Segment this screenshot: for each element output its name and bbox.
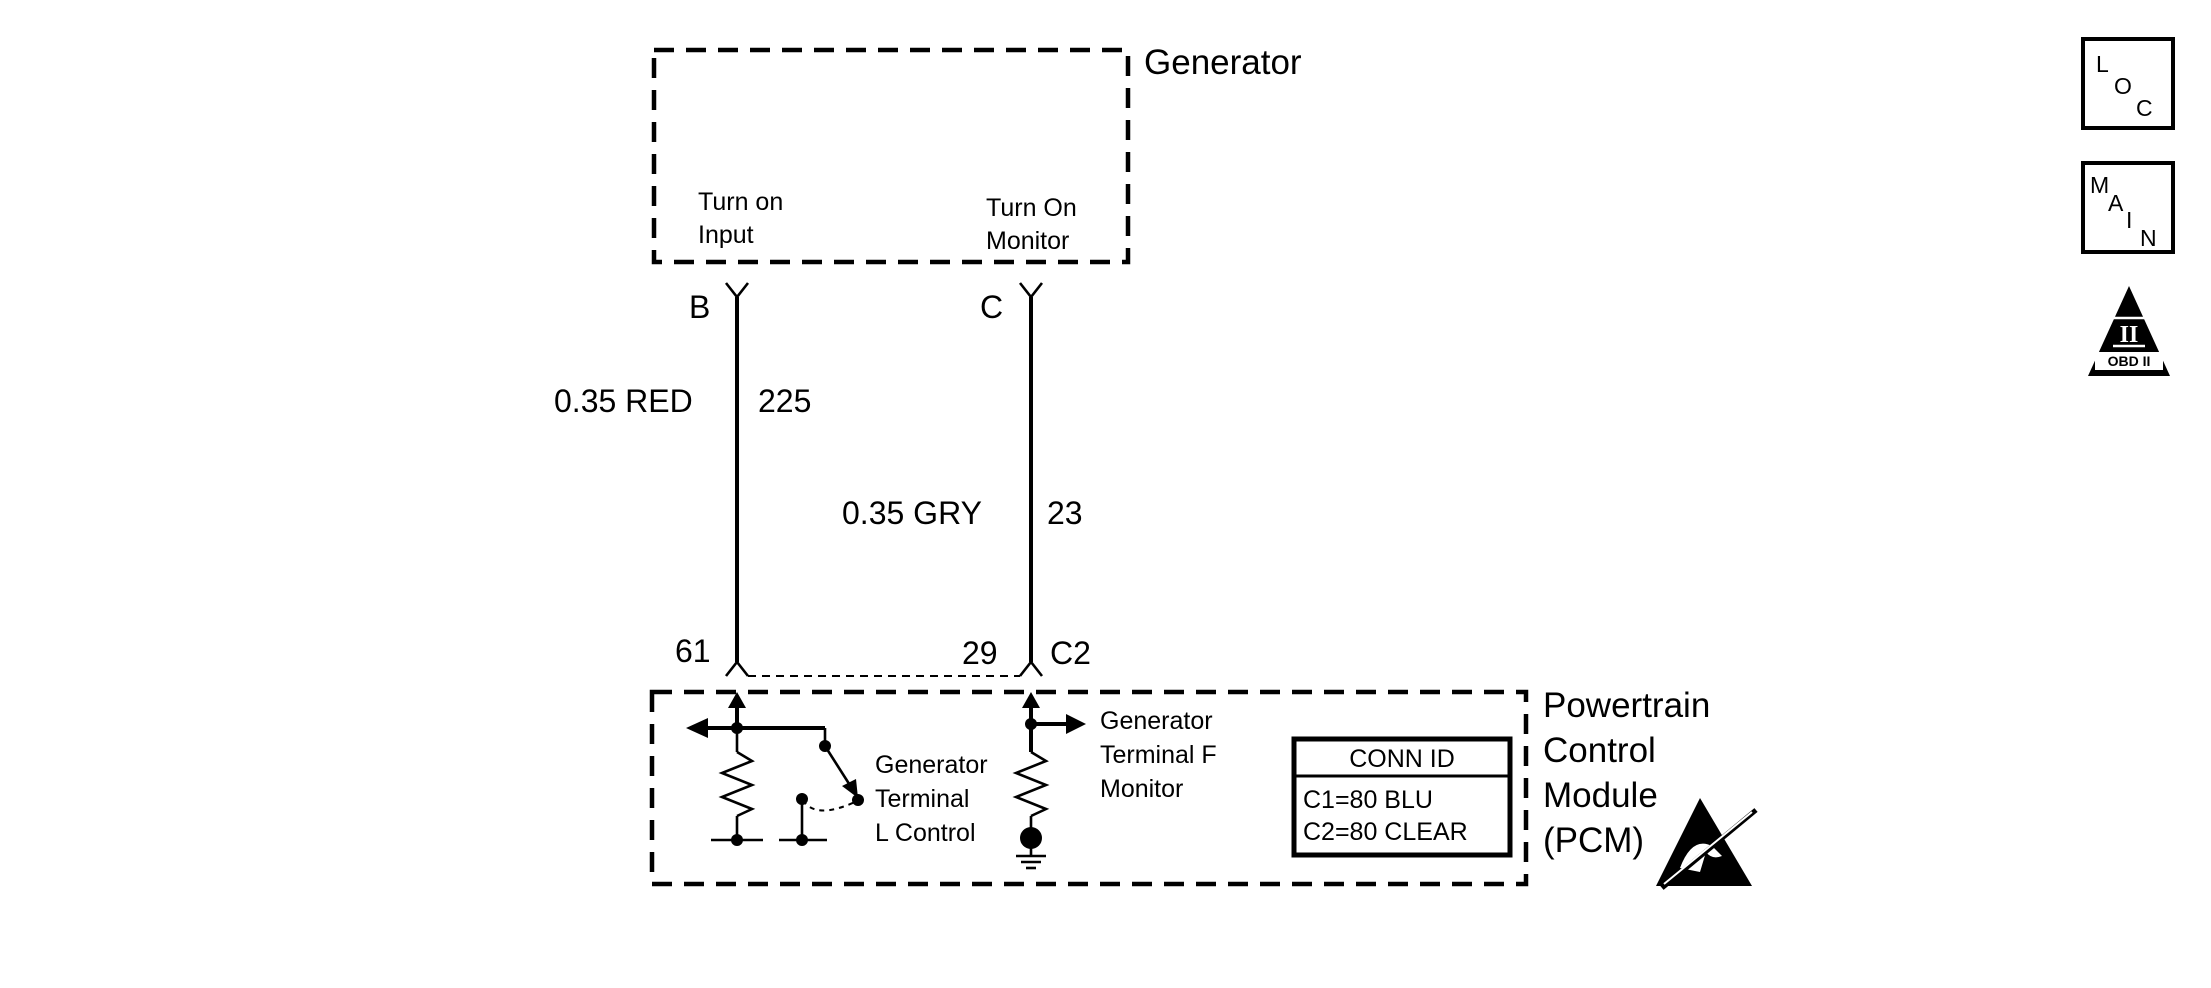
terminal-29-symbol [1018, 659, 1044, 677]
wire-right-gauge-color: 0.35 GRY [842, 495, 982, 531]
pcm-box [649, 689, 1529, 887]
f-up-arrow [1022, 692, 1040, 708]
terminal-l-circuit: Generator Terminal L Control [686, 692, 988, 847]
terminal-f-label-line1: Generator [1100, 707, 1213, 735]
main-icon-frame [2081, 161, 2175, 254]
f-resistor [1012, 750, 1050, 818]
connector-c2-label: C2 [1050, 635, 1091, 671]
terminal-c-symbol [1018, 282, 1044, 300]
main-icon: M A I N [2081, 161, 2175, 254]
l-ground-dot-1 [731, 834, 743, 846]
wires: 0.35 RED 225 0.35 GRY 23 [554, 297, 1083, 662]
pin-b-label: B [689, 289, 710, 325]
pcm-title-line1: Powertrain [1543, 686, 1710, 725]
esd-slash-highlight [1663, 811, 1753, 885]
pcm-connector-terminals: 61 29 C2 [675, 633, 1091, 677]
generator-title: Generator [1144, 43, 1302, 82]
loc-icon-letter-1: L [2096, 51, 2109, 77]
terminal-b-symbol [724, 282, 750, 300]
terminal-l-label-line3: L Control [875, 819, 976, 847]
conn-id-header: CONN ID [1349, 745, 1455, 773]
terminal-f-label-line3: Monitor [1100, 775, 1183, 803]
wire-left-gauge-color: 0.35 RED [554, 383, 693, 419]
obd-ii-numeral: II [2120, 322, 2139, 348]
loc-icon-letter-3: C [2136, 95, 2153, 121]
main-icon-letter-1: M [2090, 172, 2109, 198]
conn-id-frame [1291, 736, 1513, 858]
obd-ii-icon: II OBD II [2088, 286, 2170, 376]
f-right-arrow [1066, 714, 1086, 734]
terminal-f-circuit: Generator Terminal F Monitor [1012, 692, 1217, 870]
f-ground-node [1020, 827, 1042, 849]
l-switch-arrow [842, 779, 858, 798]
turn-on-monitor-label-line2: Monitor [986, 227, 1069, 255]
esd-warning-icon [1656, 798, 1758, 890]
l-resistor [718, 750, 756, 818]
terminal-f-label-line2: Terminal F [1100, 741, 1217, 769]
terminal-l-label-line1: Generator [875, 751, 988, 779]
pin-c-label: C [980, 289, 1003, 325]
l-switch-contact [852, 794, 864, 806]
l-switch-link [802, 799, 856, 812]
pin-61-label: 61 [675, 633, 711, 669]
main-icon-letter-3: I [2126, 207, 2132, 233]
generator-component: Generator Turn on Input Turn On Monitor [651, 43, 1302, 265]
terminal-l-label-line2: Terminal [875, 785, 969, 813]
main-icon-letter-2: A [2108, 190, 2124, 216]
esd-triangle [1656, 798, 1752, 886]
terminal-61-symbol [724, 659, 750, 677]
conn-id-table: CONN ID C1=80 BLU C2=80 CLEAR [1291, 736, 1513, 858]
l-switch-blade [823, 745, 855, 791]
wire-left-circuit: 225 [758, 383, 811, 419]
main-icon-letter-4: N [2140, 225, 2157, 251]
loc-icon-letter-2: O [2114, 73, 2132, 99]
pin-29-label: 29 [962, 635, 998, 671]
l-left-arrow [686, 718, 708, 738]
pcm-component: Powertrain Control Module (PCM) [649, 686, 1710, 887]
obd-ii-label: OBD II [2108, 353, 2151, 369]
l-up-arrow [728, 692, 746, 708]
pcm-title-line4: (PCM) [1543, 821, 1644, 860]
loc-icon: L O C [2081, 37, 2175, 130]
esd-slash [1660, 808, 1758, 890]
pcm-title-line2: Control [1543, 731, 1656, 770]
generator-connector-terminals: B C [689, 282, 1044, 325]
pcm-title-line3: Module [1543, 776, 1658, 815]
conn-id-row-c2: C2=80 CLEAR [1303, 818, 1468, 846]
loc-icon-frame [2081, 37, 2175, 130]
turn-on-input-label-line1: Turn on [698, 188, 783, 216]
generator-box [651, 47, 1131, 265]
turn-on-monitor-label-line1: Turn On [986, 194, 1077, 222]
conn-id-row-c1: C1=80 BLU [1303, 786, 1433, 814]
wire-right-circuit: 23 [1047, 495, 1083, 531]
obd-ii-label-band [2095, 352, 2163, 370]
turn-on-input-label-line2: Input [698, 221, 754, 249]
l-ground-dot-2 [796, 834, 808, 846]
